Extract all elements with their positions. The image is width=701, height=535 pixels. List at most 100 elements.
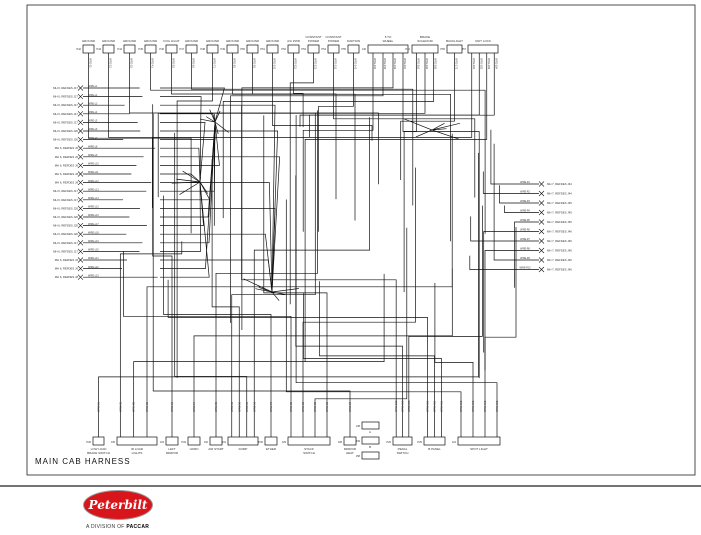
hub-wire — [214, 110, 221, 123]
wire — [160, 104, 276, 293]
left-splice-label: MH 6, REFDES J6 — [55, 163, 79, 167]
wire-tag: WIRE-L10 — [88, 164, 99, 166]
splice-x-icon — [538, 219, 545, 225]
right-splice-label: MH 7, REFDES J46 — [547, 230, 572, 234]
wire-tag: WIRE-B11 — [427, 400, 430, 412]
connector-body — [82, 44, 95, 54]
wire — [193, 268, 453, 410]
wire-tag: WIRE-B11 — [434, 400, 437, 412]
connector-ref: J39 — [356, 439, 361, 443]
wire-tag: WIRE-R10 — [520, 268, 532, 270]
top-connector — [123, 44, 136, 54]
left-splice-label: MH 6, REFDES J17 — [53, 189, 78, 193]
wire-tag: WIRE-B1 — [98, 401, 101, 412]
wire — [157, 80, 426, 198]
peterbilt-logo: Peterbilt — [83, 490, 153, 520]
hub-wire — [271, 291, 280, 301]
connector-label: ETHER — [266, 447, 277, 451]
splice-x-icon — [77, 240, 84, 246]
connector-label: GROUND — [206, 39, 220, 43]
wire-tag: WIRE-183 — [487, 58, 490, 70]
top-connector — [165, 44, 178, 54]
top-connector — [446, 44, 463, 54]
connector-label: BRAKE SWITCH — [87, 451, 110, 455]
wire-tag: WIRE-R3 — [520, 201, 530, 203]
wire-tag: WIRE-L2 — [88, 95, 98, 97]
wire-tag: WIRE-131 — [334, 58, 337, 70]
wire — [302, 80, 374, 232]
wire-tag: WIRE-R1 — [520, 182, 530, 184]
top-connector — [367, 44, 409, 54]
wire — [123, 251, 292, 410]
left-splice-label: MH 6, REFDES J20 — [53, 215, 78, 219]
bottom-connector — [264, 436, 278, 446]
hub-wire — [255, 288, 273, 293]
connector-body — [165, 44, 178, 54]
left-splice-label: MH 6, REFDES J20 — [53, 232, 78, 236]
stacked-connector — [361, 436, 380, 445]
left-splice-label: MH 6, REFDES J20 — [53, 206, 78, 210]
wire — [408, 205, 483, 410]
wire-tag: WIRE-41 — [151, 58, 154, 68]
splice-x-icon — [77, 222, 84, 229]
left-splice-label: MH 6, REFDES J6 — [55, 155, 79, 159]
wire-tag: WIRE-111 — [294, 58, 297, 69]
splice-x-icon — [77, 179, 84, 186]
connector-label: IGNITION — [347, 39, 360, 43]
wire-tag: WIRE-181 — [472, 58, 475, 70]
left-splice-label: MH 6, REFDES J8 — [55, 275, 79, 279]
left-splice-label: MH 6, REFDES J17 — [53, 198, 78, 202]
connector-ref: J58 — [356, 454, 361, 458]
connector-ref: P42 — [76, 47, 81, 51]
connector-body — [287, 436, 331, 446]
wire — [470, 216, 539, 242]
connector-label: A — [369, 430, 371, 434]
wire-tag: WIRE-B12 — [460, 400, 463, 412]
connector-body — [246, 44, 259, 54]
connector-ref: J31 — [222, 440, 227, 444]
connector-ref: P50 — [240, 47, 245, 51]
wire-tag: WIRE-L20 — [88, 250, 99, 252]
wire-tag: WIRE-B12 — [496, 400, 499, 412]
connector-ref: J34 — [160, 440, 165, 444]
wire — [160, 121, 216, 244]
connector-label: SPOT LIGHT — [470, 447, 488, 451]
left-splice-label: MH 6, REFDES J20 — [53, 129, 78, 133]
hub-wire — [258, 287, 273, 293]
wire — [133, 273, 385, 410]
wire — [150, 80, 486, 234]
connector-label: ID LOAD — [131, 447, 144, 451]
splice-x-icon — [538, 257, 545, 263]
connector-ref: P26 — [386, 440, 391, 444]
bottom-connector — [116, 436, 158, 446]
connector-label: GROUND — [246, 39, 260, 43]
connector-ref: P54 — [321, 47, 326, 51]
connector-label: PEDAL — [398, 447, 408, 451]
wire-tag: WIRE-L11 — [88, 172, 99, 174]
wire-tag: WIRE-121 — [314, 58, 317, 70]
bottom-connector — [187, 436, 201, 446]
wire-tag: WIRE-31 — [130, 58, 133, 68]
connector-body — [392, 436, 413, 446]
top-connector — [226, 44, 239, 54]
wire-tag: WIRE-152 — [383, 58, 386, 70]
wire — [304, 80, 488, 362]
wire-tag: WIRE-101 — [273, 58, 276, 70]
wire-tag: WIRE-51 — [172, 58, 175, 68]
connector-label: POWER — [308, 39, 320, 43]
wire — [211, 159, 240, 410]
splice-x-icon — [77, 231, 84, 237]
hub-wire — [176, 178, 201, 183]
wire-tag: WIRE-R8 — [520, 249, 530, 251]
wire — [215, 110, 318, 410]
diagram-title: MAIN CAB HARNESS — [35, 457, 131, 466]
connector-ref: J24 — [452, 440, 457, 444]
wire — [152, 104, 173, 410]
right-splice-label: MH 7, REFDES J45 — [547, 201, 572, 205]
wire-tag: WIRE-R4 — [520, 211, 530, 213]
wire-tag: WIRE-B10 — [402, 400, 405, 412]
wire-tag: WIRE-151 — [373, 58, 376, 70]
connector-body — [367, 44, 409, 54]
wire-tag: WIRE-B4 — [193, 401, 196, 412]
wire-tag: WIRE-L13 — [88, 189, 99, 191]
